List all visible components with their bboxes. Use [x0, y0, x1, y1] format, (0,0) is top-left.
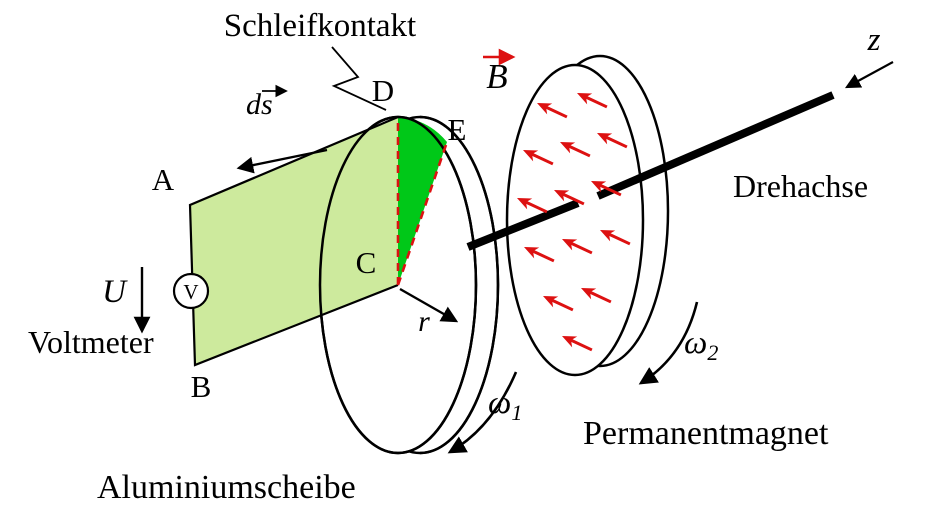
label-z-axis: z	[867, 22, 881, 58]
schleifkontakt-pointer	[331, 46, 387, 111]
rotation-axis-segment-left	[466, 199, 580, 251]
label-permanentmagnet: Permanentmagnet	[583, 415, 829, 452]
voltmeter-symbol	[172, 272, 210, 310]
permanent-magnet-front	[505, 63, 645, 377]
omega2-rotation-arrow	[638, 301, 699, 385]
label-voltmeter: Voltmeter	[28, 324, 154, 360]
radius-arrow	[399, 287, 459, 323]
rotation-axis-segment-right	[596, 91, 835, 200]
label-voltage: U	[102, 274, 128, 310]
label-point-d: D	[372, 73, 394, 108]
omega1-rotation-arrow	[447, 371, 518, 454]
swept-sector	[398, 117, 447, 285]
label-point-c: C	[356, 245, 377, 280]
label-schleifkontakt: Schleifkontakt	[224, 8, 416, 44]
label-point-a: A	[152, 162, 175, 197]
z-axis-arrow	[844, 61, 894, 89]
label-aluminiumscheibe: Aluminiumscheibe	[97, 469, 356, 506]
aluminum-disc-back-rim	[419, 115, 500, 455]
label-point-e: E	[448, 112, 467, 147]
aluminum-disc-front-rim	[318, 115, 478, 455]
label-b-field: B	[486, 57, 507, 96]
label-ds: ds	[246, 88, 273, 121]
label-omega1: ω1	[488, 385, 522, 425]
label-omega2: ω2	[684, 325, 718, 365]
label-radius: r	[418, 305, 430, 338]
flux-surface	[190, 117, 398, 365]
sector-dashed-edges	[396, 117, 449, 286]
ds-direction-arrow	[236, 148, 328, 174]
label-drehachse: Drehachse	[733, 168, 868, 204]
label-point-b: B	[191, 369, 212, 404]
voltmeter-dial-label: V	[183, 280, 198, 304]
